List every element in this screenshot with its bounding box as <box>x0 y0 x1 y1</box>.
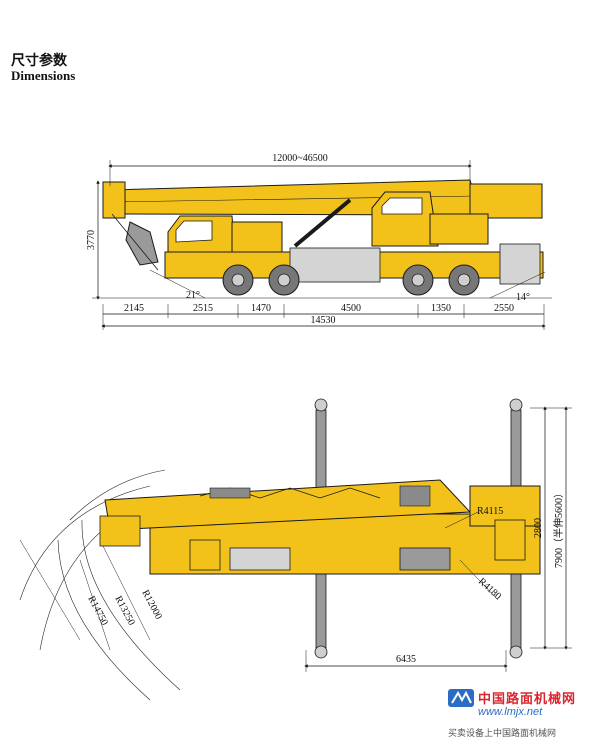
radius-label-d: R13250 <box>112 594 137 627</box>
total-length-label: 14530 <box>311 315 336 326</box>
height-label: 3770 <box>86 230 97 250</box>
radius-label-c: R12000 <box>139 588 164 621</box>
page-title-chinese: 尺寸参数 <box>11 53 67 69</box>
boom-tip <box>102 181 126 219</box>
overall-length-range-label: 12000~46500 <box>272 153 327 164</box>
side-view-dimensions: 12000~46500 3770 21° 14° 2145 2515 1470 … <box>86 153 552 330</box>
top-view-crane <box>19 398 541 701</box>
front-body <box>231 221 283 257</box>
wheels <box>222 264 480 296</box>
side-view-crane <box>102 179 544 296</box>
segment-label-6: 2550 <box>494 303 514 314</box>
segment-label-5: 1350 <box>431 303 451 314</box>
page-title-english: Dimensions <box>11 68 76 83</box>
hook-block <box>125 221 159 266</box>
watermark-site-name: 中国路面机械网 <box>478 692 577 707</box>
departure-angle-label: 14° <box>516 292 530 303</box>
watermark-url: www.lmjx.net <box>478 706 543 718</box>
watermark-logo <box>448 689 474 707</box>
radius-label-a: R4115 <box>477 506 503 517</box>
segment-label-1: 2145 <box>124 303 144 314</box>
boom-base <box>469 183 543 219</box>
segment-label-2: 2515 <box>193 303 213 314</box>
outrigger-span-label: 7900（半伸5600） <box>552 488 565 568</box>
outrigger-length-label: 6435 <box>396 654 416 665</box>
segment-label-4: 4500 <box>341 303 361 314</box>
watermark-tagline: 买卖设备上中国路面机械网 <box>448 729 557 739</box>
outrigger-half-label: 2800 <box>533 518 544 538</box>
radius-label-b: R4180 <box>476 576 503 602</box>
radius-label-e: R14750 <box>85 594 110 627</box>
approach-angle-label: 21° <box>186 290 200 301</box>
segment-label-3: 1470 <box>251 303 271 314</box>
